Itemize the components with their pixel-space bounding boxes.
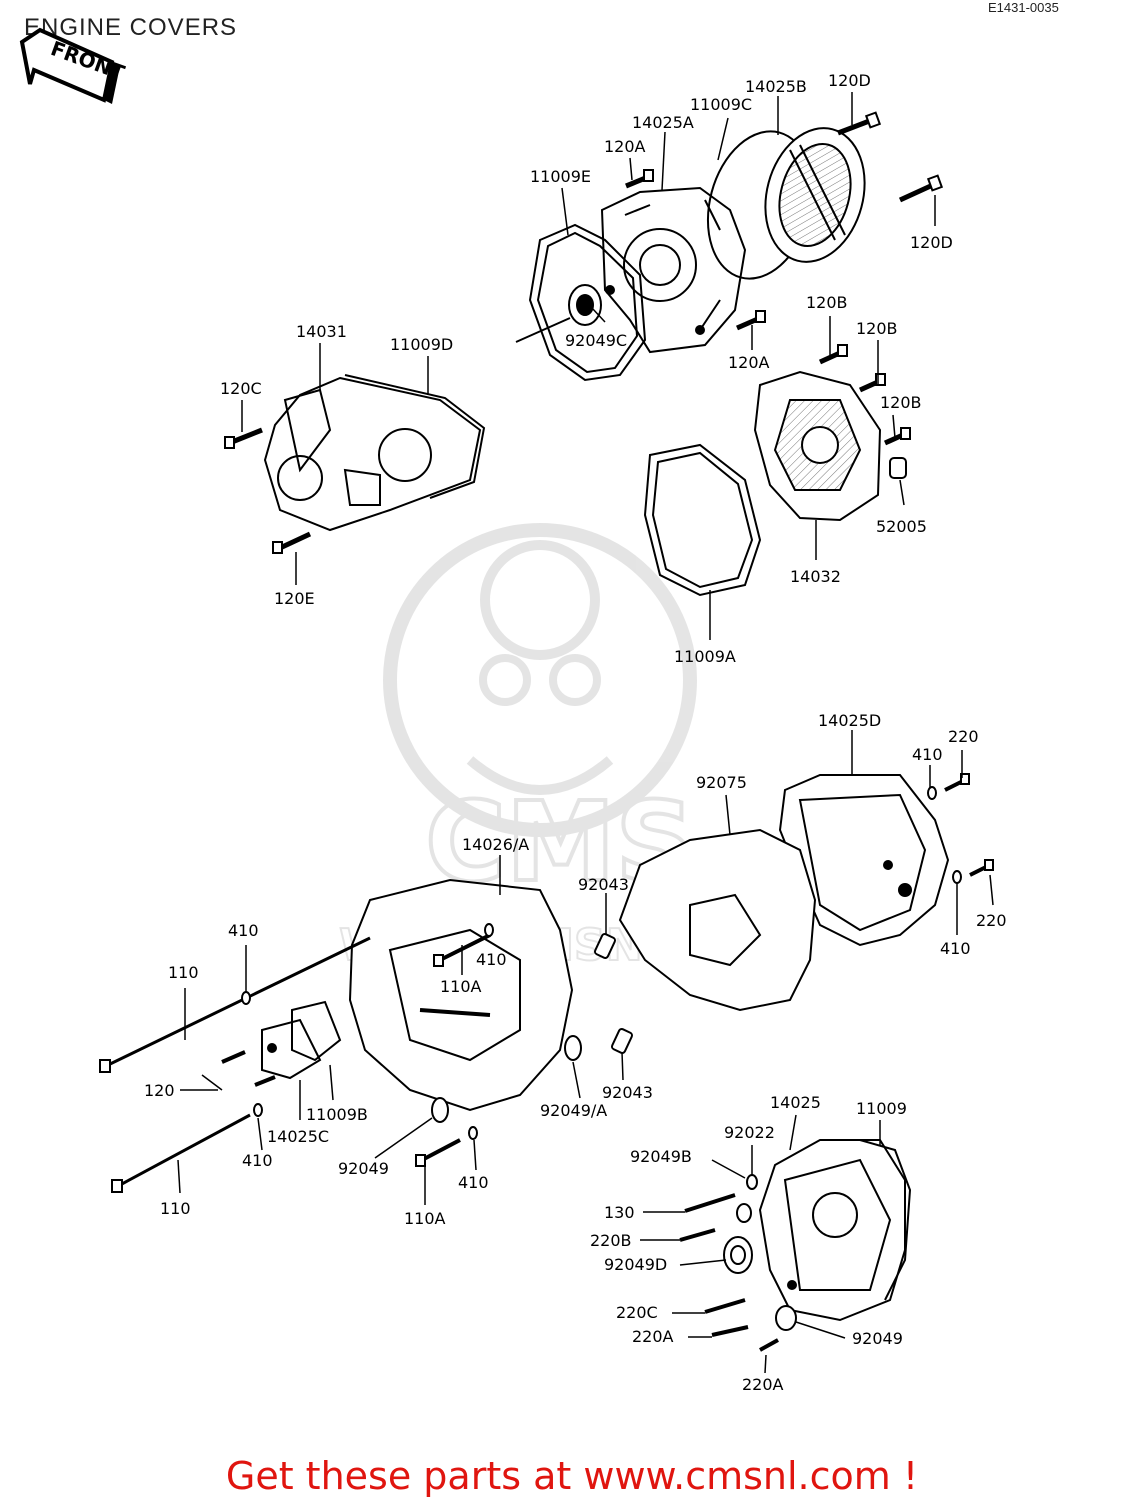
part-11009-gasket	[859, 1139, 912, 1301]
label-110-b: 110	[160, 1199, 191, 1218]
bolt-110a-a	[433, 933, 491, 967]
label-14025a: 14025A	[632, 113, 694, 132]
part-92043-b-dowel	[610, 1028, 634, 1054]
bolt-120e	[272, 531, 312, 554]
label-220-a: 220	[948, 727, 979, 746]
label-14025b: 14025B	[745, 77, 807, 96]
label-410-a: 410	[912, 745, 943, 764]
bolt-120d-b	[898, 174, 944, 203]
label-410-b: 410	[940, 939, 971, 958]
label-120b-c: 120B	[880, 393, 922, 412]
label-410-d: 410	[476, 950, 507, 969]
label-11009d: 11009D	[390, 335, 453, 354]
label-110-a: 110	[168, 963, 199, 982]
label-120a-b: 120A	[728, 353, 770, 372]
bolt-110-a	[99, 936, 371, 1073]
label-120d-b: 120D	[910, 233, 953, 252]
label-92049-b: 92049	[852, 1329, 903, 1348]
label-92043-b: 92043	[602, 1083, 653, 1102]
washer-410-group	[241, 786, 962, 1140]
part-14031-cover	[263, 376, 482, 532]
label-110a-a: 110A	[440, 977, 482, 996]
bolt-110-b	[111, 1113, 251, 1193]
label-11009e: 11009E	[530, 167, 591, 186]
part-92043-a-dowel	[593, 933, 617, 959]
label-14025d: 14025D	[818, 711, 881, 730]
label-120c: 120C	[220, 379, 262, 398]
bolt-120a-a	[625, 169, 654, 189]
label-92049d: 92049D	[604, 1255, 667, 1274]
label-220b: 220B	[590, 1231, 632, 1250]
bolt-110a-b	[415, 1138, 461, 1167]
bolt-120d-a	[837, 111, 882, 136]
part-14025b-cover	[764, 127, 866, 263]
label-14032: 14032	[790, 567, 841, 586]
label-220-b: 220	[976, 911, 1007, 930]
bolt-120b-b	[858, 373, 886, 393]
label-410-e: 410	[242, 1151, 273, 1170]
label-14025: 14025	[770, 1093, 821, 1112]
label-14025c: 14025C	[267, 1127, 329, 1146]
label-11009b: 11009B	[306, 1105, 368, 1124]
part-11009e-gasket	[528, 223, 647, 382]
bolt-120c	[224, 427, 263, 449]
bolt-120	[221, 1050, 276, 1087]
label-110a-b: 110A	[404, 1209, 446, 1228]
diagram-code: E1431-0035	[988, 0, 1059, 15]
part-92049c-seal	[515, 284, 602, 343]
label-220c: 220C	[616, 1303, 658, 1322]
label-92049-a: 92049	[338, 1159, 389, 1178]
part-92049a-seal	[564, 1035, 582, 1061]
part-14025a-cover	[600, 186, 747, 354]
leader-lines	[177, 92, 994, 1374]
label-220a-b: 220A	[742, 1375, 784, 1394]
label-410-c: 410	[228, 921, 259, 940]
label-14031: 14031	[296, 322, 347, 341]
part-14026a-cover	[348, 878, 574, 1112]
label-120d-a: 120D	[828, 71, 871, 90]
part-11009b-gasket	[291, 1000, 342, 1062]
part-14032-cover	[753, 370, 882, 522]
bolt-120b-a	[818, 344, 848, 365]
footer-link[interactable]: Get these parts at www.cmsnl.com !	[225, 1454, 919, 1498]
label-120e: 120E	[274, 589, 315, 608]
label-11009c: 11009C	[690, 95, 752, 114]
label-220a-a: 220A	[632, 1327, 674, 1346]
exploded-parts-diagram: CMS WWW.CMSNL.COM FRONT	[19, 27, 1007, 1394]
part-labels: 120D 14025B 11009C 14025A 120A 11009E 12…	[144, 71, 1007, 1394]
label-120b-a: 120B	[806, 293, 848, 312]
label-92049b: 92049B	[630, 1147, 692, 1166]
part-11009a-gasket	[643, 443, 762, 597]
bolt-120b-c	[883, 427, 911, 446]
front-arrow-icon: FRONT	[19, 27, 128, 104]
label-410-f: 410	[458, 1173, 489, 1192]
bolt-120a-b	[736, 310, 766, 331]
part-92075-gasket	[618, 828, 817, 1012]
label-120a-a: 120A	[604, 137, 646, 156]
part-14025-cover	[758, 1139, 906, 1322]
bolt-220-group	[944, 773, 994, 877]
part-92049-a-seal	[431, 1097, 449, 1123]
part-52005-plug	[889, 457, 907, 479]
label-11009a: 11009A	[674, 647, 736, 666]
label-92049c: 92049C	[565, 331, 627, 350]
label-52005: 52005	[876, 517, 927, 536]
label-92022: 92022	[724, 1123, 775, 1142]
label-120: 120	[144, 1081, 175, 1100]
label-92043-a: 92043	[578, 875, 629, 894]
label-14026a: 14026/A	[462, 835, 529, 854]
label-130: 130	[604, 1203, 635, 1222]
small-hardware-right	[679, 1174, 797, 1352]
label-120b-b: 120B	[856, 319, 898, 338]
part-11009d-gasket	[344, 374, 486, 499]
label-11009: 11009	[856, 1099, 907, 1118]
label-92075: 92075	[696, 773, 747, 792]
label-92049a: 92049/A	[540, 1101, 607, 1120]
